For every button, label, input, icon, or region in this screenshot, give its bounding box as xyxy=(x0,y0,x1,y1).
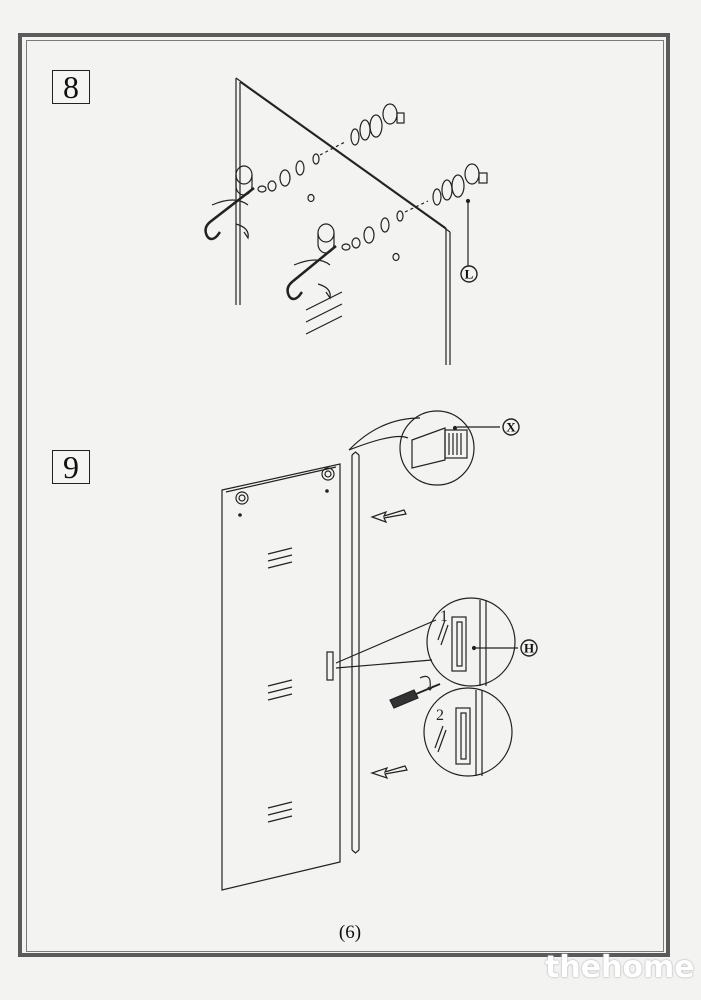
svg-text:H: H xyxy=(524,641,534,656)
callout-x: X xyxy=(502,418,520,436)
page-number: (6) xyxy=(338,922,362,943)
detail-1-magnifier xyxy=(335,597,518,687)
step-8-number: 8 xyxy=(52,70,90,104)
watermark-logo: thehome xyxy=(545,950,695,985)
detail-2-label: 2 xyxy=(436,707,444,724)
step-9-door-panel xyxy=(221,463,341,891)
step-9-seal-strip xyxy=(351,451,360,854)
detail-1-label: 1 xyxy=(440,608,448,625)
detail-2-magnifier xyxy=(423,687,513,777)
step-9-number: 9 xyxy=(52,450,90,484)
detail-x-magnifier xyxy=(348,410,500,486)
step-8-glass-panel xyxy=(235,77,451,365)
page-border-inner xyxy=(26,40,664,952)
callout-h: H xyxy=(520,639,538,657)
step-8-lower-hinge-fitting xyxy=(286,163,488,335)
svg-text:X: X xyxy=(506,420,516,435)
arrow-upper xyxy=(370,509,407,524)
page-border-outer xyxy=(18,33,670,957)
svg-text:L: L xyxy=(465,267,474,282)
step-8-upper-hinge-fitting xyxy=(204,103,405,241)
screwdriver-icon xyxy=(389,675,441,709)
callout-l: L xyxy=(460,265,478,283)
arrow-lower xyxy=(370,765,408,780)
